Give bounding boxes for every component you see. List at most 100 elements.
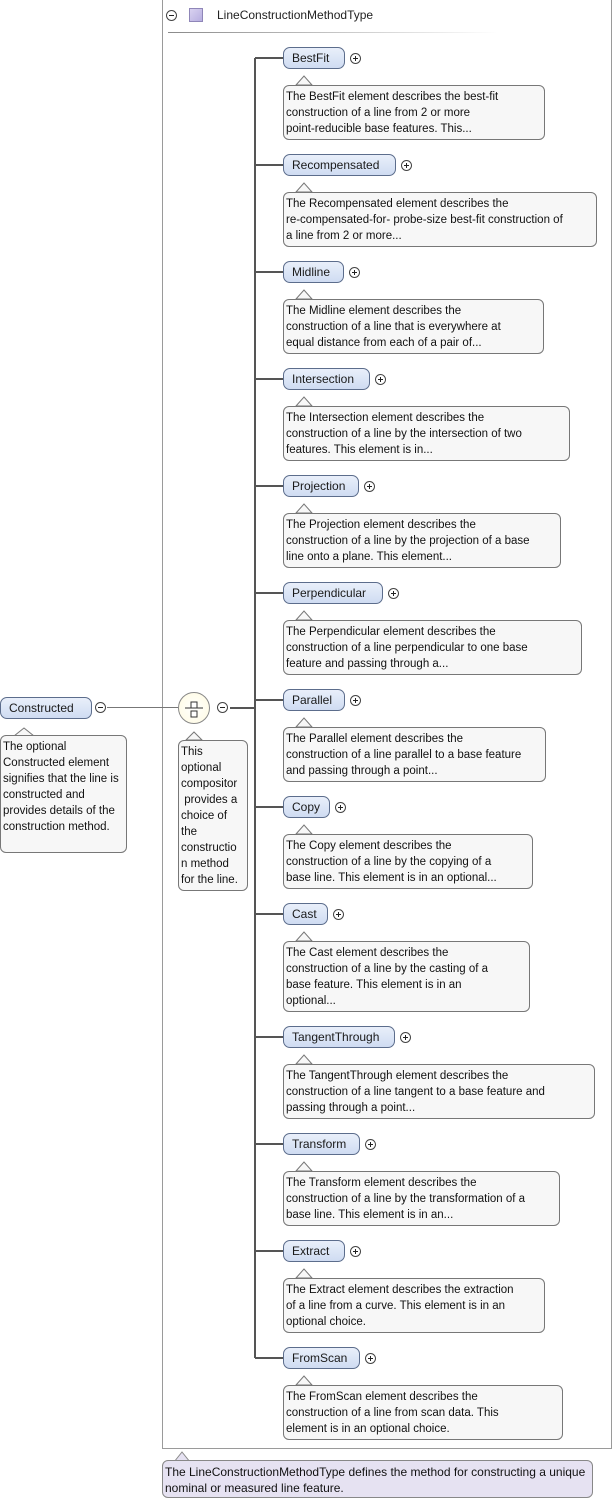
expand-tangentthrough-icon[interactable] [400, 1032, 411, 1043]
connector-copy [255, 806, 283, 808]
annotation-line: The Parallel element describes the [286, 733, 464, 745]
expand-midline-icon[interactable] [349, 267, 360, 278]
root-annotation: The optional Constructed element signifi… [0, 735, 127, 853]
annotation-line: construction of a line tangent to a base… [286, 1086, 545, 1098]
connector-recompensated [255, 164, 283, 166]
annotation-line: construction of a line by the intersecti… [286, 428, 522, 440]
annotation-line: of a line from a curve. This element is … [286, 1300, 506, 1312]
element-cast[interactable]: Cast [283, 903, 328, 925]
connector-parallel [255, 699, 283, 701]
annotation-line: element is in an optional choice. [286, 1423, 450, 1435]
connector-intersection [255, 378, 283, 380]
element-copy[interactable]: Copy [283, 796, 330, 818]
annotation-line: construction of a line by the copying of… [286, 856, 492, 868]
connector-transform [255, 1143, 283, 1145]
element-projection[interactable]: Projection [283, 475, 359, 497]
expand-perpendicular-icon[interactable] [388, 588, 399, 599]
collapse-choice-icon[interactable] [217, 702, 228, 713]
annotation-cast: The Cast element describes the constructi… [283, 941, 530, 1012]
annotation-line: The Projection element describes the [286, 519, 476, 531]
element-tangentthrough[interactable]: TangentThrough [283, 1026, 395, 1048]
annotation-tail [294, 1268, 314, 1279]
annotation-line: The Cast element describes the [286, 947, 449, 959]
element-bestfit[interactable]: BestFit [283, 47, 345, 69]
annotation-line: a line from 2 or more... [286, 230, 402, 242]
annotation-line: base line. This element is in an... [286, 1209, 454, 1221]
annotation-fromscan: The FromScan element describes the constr… [283, 1385, 563, 1440]
annotation-line: The Transform element describes the [286, 1177, 477, 1189]
annotation-line: The FromScan element describes the [286, 1391, 478, 1403]
expand-intersection-icon[interactable] [375, 374, 386, 385]
annotation-tail [294, 824, 314, 835]
annotation-line: construction of a line by the projection… [286, 535, 530, 547]
connector-projection [255, 485, 283, 487]
annotation-line: The Copy element describes the [286, 840, 452, 852]
annotation-perpendicular: The Perpendicular element describes the c… [283, 620, 582, 675]
annotation-line: line onto a plane. This element... [286, 551, 453, 563]
annotation-projection: The Projection element describes the cons… [283, 513, 561, 568]
annotation-line: re-compensated-for- probe-size best-fit … [286, 214, 563, 226]
annotation-tail [294, 1375, 314, 1386]
connector-root-compositor [107, 707, 178, 708]
annotation-line: construction of a line from scan data. T… [286, 1407, 499, 1419]
connector-cast [255, 913, 283, 915]
annotation-transform: The Transform element describes the const… [283, 1171, 560, 1226]
expand-extract-icon[interactable] [350, 1246, 361, 1257]
element-midline[interactable]: Midline [283, 261, 344, 283]
connector-bestfit [255, 57, 283, 59]
choice-annotation-line: choice of [181, 810, 228, 822]
element-extract[interactable]: Extract [283, 1240, 345, 1262]
annotation-line: The TangentThrough element describes the [286, 1070, 509, 1082]
annotation-line: base feature. This element is in an [286, 979, 462, 991]
annotation-tail [294, 503, 314, 514]
annotation-line: construction of a line by the transforma… [286, 1193, 526, 1205]
expand-copy-icon[interactable] [335, 802, 346, 813]
choice-spine [254, 58, 256, 1358]
annotation-tail [294, 1161, 314, 1172]
expand-recompensated-icon[interactable] [401, 160, 412, 171]
complex-type-icon [189, 8, 203, 22]
choice-annotation-line: optional [181, 762, 222, 774]
connector-compositor-spine [230, 707, 254, 709]
annotation-line: point-reducible base features. This... [286, 123, 472, 135]
element-recompensated[interactable]: Recompensated [283, 154, 396, 176]
expand-parallel-icon[interactable] [350, 695, 361, 706]
connector-perpendicular [255, 592, 283, 594]
annotation-tail [294, 396, 314, 407]
element-parallel[interactable]: Parallel [283, 689, 345, 711]
annotation-line: The Intersection element describes the [286, 412, 485, 424]
element-intersection[interactable]: Intersection [283, 368, 370, 390]
element-fromscan[interactable]: FromScan [283, 1347, 360, 1369]
annotation-line: construction of a line perpendicular to … [286, 642, 528, 654]
choice-icon [185, 701, 203, 718]
annotation-line: feature and passing through a... [286, 658, 449, 670]
choice-compositor[interactable] [178, 692, 210, 724]
collapse-constructed-icon[interactable] [95, 702, 106, 713]
expand-transform-icon[interactable] [365, 1139, 376, 1150]
collapse-type-icon[interactable] [166, 10, 177, 21]
annotation-bestfit: The BestFit element describes the best-f… [283, 85, 545, 140]
annotation-line: features. This element is in... [286, 444, 433, 456]
element-transform[interactable]: Transform [283, 1133, 360, 1155]
expand-bestfit-icon[interactable] [350, 53, 361, 64]
annotation-line: optional... [286, 995, 336, 1007]
connector-midline [255, 271, 283, 273]
annotation-line: equal distance from each of a pair of... [286, 337, 482, 349]
annotation-line: The Perpendicular element describes the [286, 626, 496, 638]
choice-annotation-line: This [181, 746, 203, 758]
annotation-line: optional choice. [286, 1316, 366, 1328]
annotation-line: construction of a line parallel to a bas… [286, 749, 522, 761]
choice-annotation-line: constructio [181, 842, 237, 854]
choice-annotation-line: the [181, 826, 197, 838]
expand-fromscan-icon[interactable] [365, 1353, 376, 1364]
element-constructed[interactable]: Constructed [0, 697, 92, 719]
expand-cast-icon[interactable] [333, 909, 344, 920]
expand-projection-icon[interactable] [364, 481, 375, 492]
element-perpendicular[interactable]: Perpendicular [283, 582, 383, 604]
annotation-line: passing through a point... [286, 1102, 416, 1114]
annotation-line: construction of a line by the casting of… [286, 963, 489, 975]
annotation-line: and passing through a point... [286, 765, 438, 777]
